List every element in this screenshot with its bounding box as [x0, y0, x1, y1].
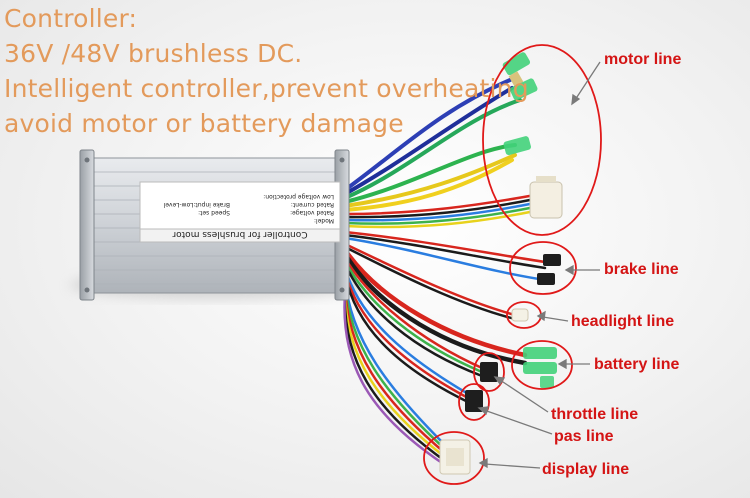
caption-heading: Controller: — [4, 4, 138, 33]
caption-voltage: 36V /48V brushless DC. — [4, 39, 303, 68]
throttle-connector — [480, 362, 498, 382]
headlight-connector — [511, 308, 529, 322]
sticker-row: Low voltage protection: — [263, 193, 334, 200]
caption-feature: Intelligent controller,prevent overheati… — [4, 74, 529, 103]
battery-line-label: battery line — [594, 356, 680, 373]
brake-highlight-circle — [509, 241, 577, 295]
display-highlight-circle — [423, 431, 485, 485]
brake-line-label: brake line — [604, 261, 679, 278]
end-cap-left — [79, 149, 95, 301]
pas-line-label: pas line — [554, 428, 614, 445]
sticker-row: Brake input:Low-Level — [163, 201, 230, 208]
sticker-row: Model: — [314, 217, 334, 224]
sticker-row: Rated current: — [291, 201, 334, 208]
throttle-highlight-circle — [473, 352, 505, 392]
highlight-circles — [423, 44, 602, 485]
battery-highlight-circle — [511, 340, 573, 390]
motor-highlight-circle — [482, 44, 602, 236]
throttle-line-label: throttle line — [551, 406, 639, 423]
hall-connector — [529, 181, 563, 219]
display-connector — [439, 439, 471, 475]
caption-protection: avoid motor or battery damage — [4, 109, 404, 138]
pas-connector — [465, 390, 483, 412]
display-line-label: display line — [542, 461, 630, 478]
brake-connectors — [537, 254, 561, 285]
sticker-row: Speed set: — [198, 209, 230, 216]
sticker-title: Controller for brushless motor — [172, 229, 307, 239]
headlight-line-label: headlight line — [571, 313, 675, 330]
motor-connectors — [502, 52, 563, 219]
pas-highlight-circle — [458, 383, 490, 421]
motor-line-label: motor line — [604, 51, 682, 68]
wire-harness — [342, 78, 547, 467]
sticker-row: Rated voltage: — [290, 209, 334, 216]
label-sticker: Controller for brushless motor Model: Ra… — [139, 181, 341, 243]
callout-arrows — [477, 61, 601, 469]
battery-connectors — [523, 347, 557, 388]
